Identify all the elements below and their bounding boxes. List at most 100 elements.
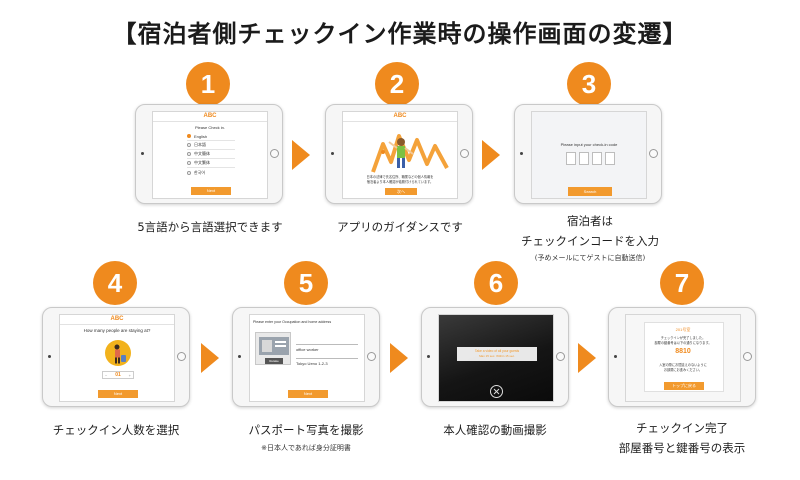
address-field[interactable]: Tokyo Ueno 1-2-3 (296, 350, 358, 366)
tablet-home-button (649, 149, 658, 158)
guidance-illustration (371, 134, 449, 173)
language-label: 日本語 (194, 142, 206, 147)
caption-step-7-line-1: チェックイン完了 (636, 421, 728, 435)
video-instruction-box: Take a video of all your guests Max 15 s… (457, 347, 537, 361)
arrow-right-icon (482, 140, 500, 170)
step-badge-1: 1 (186, 62, 230, 106)
caption-step-3-line-1: 宿泊者は (567, 214, 613, 228)
retake-button[interactable]: Retake (265, 358, 283, 364)
step-badge-2: 2 (375, 62, 419, 106)
language-option-traditional-chinese[interactable]: 中文繁体 (187, 159, 235, 168)
close-icon (493, 388, 500, 395)
next-button[interactable]: Next (288, 390, 328, 398)
step-badge-4: 4 (93, 261, 137, 305)
language-option-simplified-chinese[interactable]: 中文簡体 (187, 150, 235, 159)
language-label: English (194, 133, 208, 139)
occupation-field[interactable]: office worker (296, 336, 358, 352)
app-logo: ABC (110, 316, 124, 322)
tablet-home-button (270, 149, 279, 158)
occupation-value: office worker (296, 347, 319, 352)
complete-message-2: 部屋の鍵番号は以下の通りになります。 (654, 341, 712, 345)
language-label: 中文繁体 (194, 160, 210, 165)
tablet-step-6: Take a video of all your guests Max 15 s… (421, 307, 569, 407)
screen-passport-photo: Please enter your Occupation and home ad… (249, 314, 365, 402)
complete-message-3: 入室の際にお間違えのないように (659, 363, 707, 367)
screen-check-in-code: Please input your check-in code Search (531, 111, 647, 199)
screen-check-in-complete: 201号室 チェックインが完了しました。 部屋の鍵番号は以下の通りになります。 … (625, 314, 741, 402)
check-in-code-prompt: Please input your check-in code (560, 142, 618, 147)
record-close-button[interactable] (490, 385, 503, 398)
tablet-step-1: ABC Please Check in. English 日本語 中文簡体 中文… (135, 104, 283, 204)
check-in-heading: Please Check in. (194, 125, 225, 130)
arrow-right-icon (390, 343, 408, 373)
step-badge-7: 7 (660, 261, 704, 305)
app-logo: ABC (393, 113, 407, 119)
radio-selected-icon (187, 134, 191, 138)
minus-button[interactable]: − (105, 372, 108, 378)
screen-language-select: ABC Please Check in. English 日本語 中文簡体 中文… (152, 111, 268, 199)
back-to-top-button[interactable]: トップに戻る (664, 382, 704, 390)
tablet-camera (331, 152, 334, 155)
tablet-step-5: Please enter your Occupation and home ad… (232, 307, 380, 407)
guest-count-stepper[interactable]: − 01 + (102, 371, 134, 379)
code-digit-box[interactable] (605, 152, 615, 165)
radio-icon (187, 152, 191, 156)
address-value: Tokyo Ueno 1-2-3 (296, 361, 328, 366)
screen-guidance: ABC 日本の法律で氏名住所、職業などの個人情報を 宿泊者より本人確認が義務付け… (342, 111, 458, 199)
plus-button[interactable]: + (128, 372, 131, 378)
key-number: 8810 (675, 348, 691, 355)
step-badge-6: 6 (474, 261, 518, 305)
tablet-step-2: ABC 日本の法律で氏名住所、職業などの個人情報を 宿泊者より本人確認が義務付け… (325, 104, 473, 204)
arrow-right-icon (578, 343, 596, 373)
screen-video-capture: Take a video of all your guests Max 15 s… (438, 314, 554, 402)
complete-message-1: チェックインが完了しました。 (660, 336, 706, 340)
radio-icon (187, 143, 191, 147)
video-instruction: Take a video of all your guests (474, 349, 520, 353)
caption-step-6: 本人確認の動画撮影 (443, 423, 547, 437)
traveler-icon (105, 340, 131, 366)
guidance-text-2: 宿泊者より本人確認が義務付けられています。 (366, 180, 434, 184)
radio-icon (187, 161, 191, 165)
tablet-step-7: 201号室 チェックインが完了しました。 部屋の鍵番号は以下の通りになります。 … (608, 307, 756, 407)
language-option-japanese[interactable]: 日本語 (187, 141, 235, 150)
step-badge-3: 3 (567, 62, 611, 106)
room-label: 201号室 (675, 327, 691, 332)
next-button[interactable]: 次へ (385, 188, 417, 195)
caption-step-2: アプリのガイダンスです (337, 220, 463, 234)
tablet-camera (520, 152, 523, 155)
tablet-home-button (556, 352, 565, 361)
screen-guest-count: ABC How many people are staying at? − 01… (59, 314, 175, 402)
next-button[interactable]: Next (98, 390, 138, 398)
video-sub-instruction: Max 15 sec. Within 15 sec. (479, 354, 515, 358)
language-label: 한국어 (194, 169, 206, 175)
check-in-code-input[interactable] (566, 152, 615, 165)
next-button[interactable]: Next (191, 187, 231, 195)
code-digit-box[interactable] (579, 152, 589, 165)
caption-step-4: チェックイン人数を選択 (52, 423, 180, 437)
language-label: 中文簡体 (194, 151, 210, 156)
guest-count-question: How many people are staying at? (83, 328, 151, 333)
search-button[interactable]: Search (568, 187, 612, 196)
tablet-home-button (177, 352, 186, 361)
language-option-english[interactable]: English (187, 132, 235, 141)
tablet-home-button (460, 149, 469, 158)
caption-step-5: パスポート写真を撮影 (248, 423, 364, 437)
caption-step-5-note: ※日本人であれば身分証明書 (261, 444, 351, 452)
tablet-camera (238, 355, 241, 358)
guidance-text-1: 日本の法律で氏名住所、職業などの個人情報を (366, 175, 434, 179)
tablet-camera (141, 152, 144, 155)
tablet-home-button (743, 352, 752, 361)
caption-step-1: 5言語から言語選択できます (137, 220, 283, 234)
step-badge-5: 5 (284, 261, 328, 305)
tablet-home-button (367, 352, 376, 361)
caption-step-3-note: (予めメールにてゲストに自動送信) (534, 254, 646, 262)
page-title: 【宿泊者側チェックイン作業時の操作画面の変遷】 (112, 20, 688, 48)
app-logo: ABC (203, 113, 217, 119)
caption-step-7-line-2: 部屋番号と鍵番号の表示 (618, 441, 746, 455)
occupation-prompt: Please enter your Occupation and home ad… (253, 320, 332, 324)
tablet-camera (48, 355, 51, 358)
passport-photo: Retake (255, 332, 291, 365)
language-option-korean[interactable]: 한국어 (187, 168, 235, 177)
code-digit-box[interactable] (592, 152, 602, 165)
code-digit-box[interactable] (566, 152, 576, 165)
